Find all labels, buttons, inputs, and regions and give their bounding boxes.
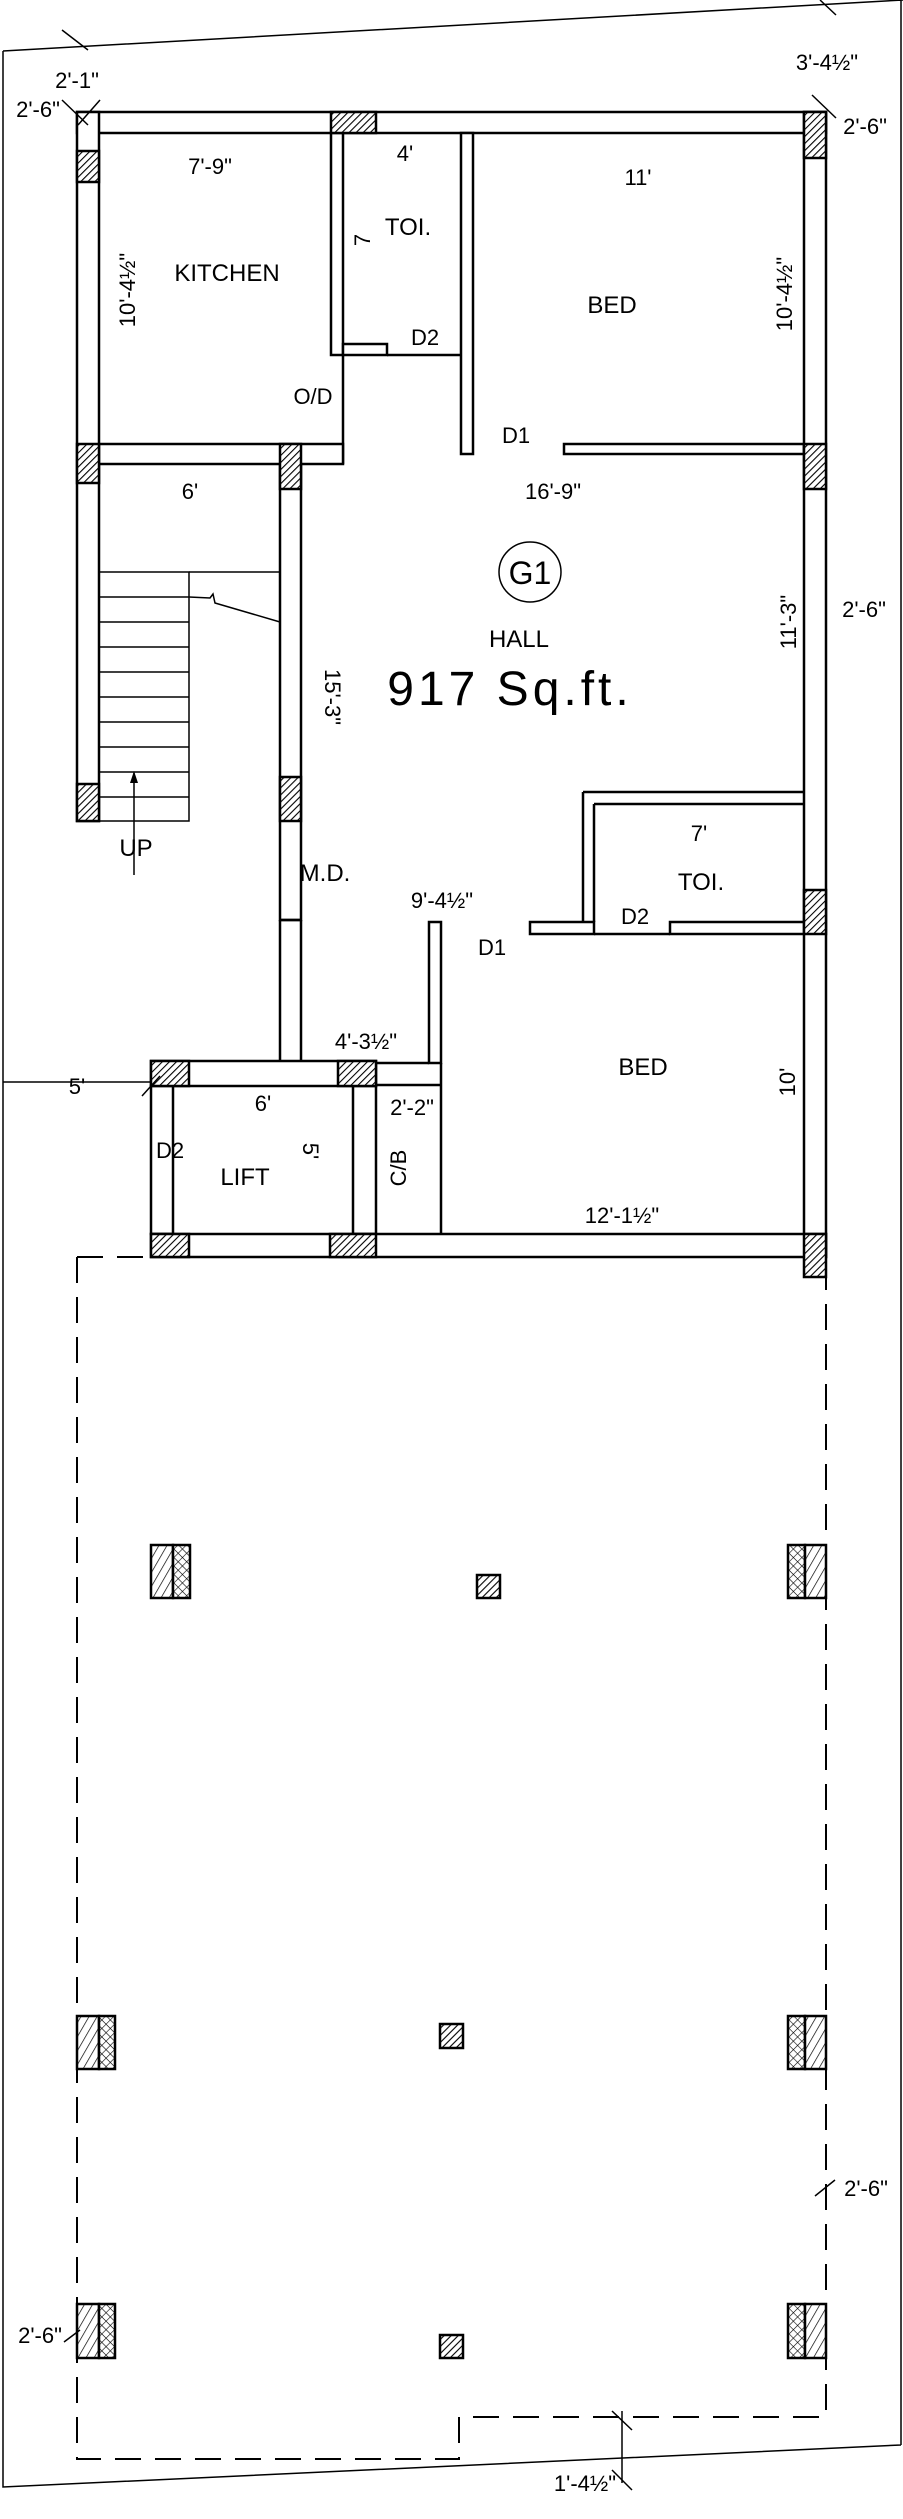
svg-text:6': 6': [182, 479, 198, 504]
bed-top-label: BED: [587, 292, 636, 319]
svg-text:2'-1": 2'-1": [55, 68, 99, 93]
svg-text:1'-4½": 1'-4½": [554, 2471, 616, 2496]
svg-text:5': 5': [69, 1074, 85, 1099]
svg-text:7'-9": 7'-9": [188, 154, 232, 179]
toilet-bottom-label: TOI.: [678, 869, 724, 896]
g1-tag: G1: [509, 555, 552, 591]
svg-text:6': 6': [255, 1091, 271, 1116]
svg-text:16'-9": 16'-9": [525, 479, 581, 504]
cupboard-label: C/B: [386, 1150, 411, 1187]
dimension-labels: 2'-1" 2'-6" 3'-4½" 2'-6" 7'-9" 10'-4½" 4…: [16, 50, 888, 2496]
svg-text:2'-6": 2'-6": [16, 97, 60, 122]
svg-text:11'-3": 11'-3": [776, 595, 801, 649]
kitchen-label: KITCHEN: [174, 260, 279, 287]
svg-text:15'-3": 15'-3": [320, 669, 345, 725]
svg-text:4'-3½": 4'-3½": [335, 1029, 397, 1054]
stairs-up-label: UP: [119, 835, 152, 862]
bed-bottom-label: BED: [618, 1054, 667, 1081]
svg-text:7': 7': [691, 821, 707, 846]
svg-text:11': 11': [624, 165, 651, 190]
svg-text:10'-4½": 10'-4½": [772, 257, 797, 331]
svg-text:3'-4½": 3'-4½": [796, 50, 858, 75]
main-door-label: M.D.: [300, 860, 351, 887]
svg-text:12'-1½": 12'-1½": [585, 1203, 659, 1228]
door-od: O/D: [293, 384, 332, 409]
dimension-lines: [3, 0, 837, 2491]
svg-text:2'-6": 2'-6": [18, 2323, 62, 2348]
svg-text:10'-4½": 10'-4½": [115, 253, 140, 327]
svg-text:2'-2": 2'-2": [390, 1095, 434, 1120]
svg-text:2'-6": 2'-6": [844, 2176, 888, 2201]
door-d1-bed-bottom: D1: [478, 935, 506, 960]
svg-text:7: 7: [350, 234, 375, 246]
svg-text:9'-4½": 9'-4½": [411, 888, 473, 913]
toilet-top-label: TOI.: [385, 214, 431, 241]
svg-text:4': 4': [397, 141, 413, 166]
door-d2-lift: D2: [156, 1138, 184, 1163]
door-d2-toilet-bottom: D2: [621, 904, 649, 929]
parking-outline: [76, 1256, 827, 2460]
svg-text:10': 10': [775, 1068, 800, 1097]
lift-label: LIFT: [220, 1164, 270, 1191]
g1-tag-circle: [498, 541, 562, 603]
svg-text:2'-6": 2'-6": [842, 597, 886, 622]
columns: [75, 110, 828, 2360]
door-d1-bed-top: D1: [502, 423, 530, 448]
up-arrowhead-icon: [130, 771, 138, 783]
hall-area: 917 Sq.ft.: [387, 663, 632, 716]
svg-text:5': 5': [298, 1143, 323, 1159]
door-d2-toilet-top: D2: [411, 325, 439, 350]
staircase: [98, 571, 281, 875]
hall-label: HALL: [489, 626, 549, 653]
svg-text:2'-6": 2'-6": [843, 114, 887, 139]
